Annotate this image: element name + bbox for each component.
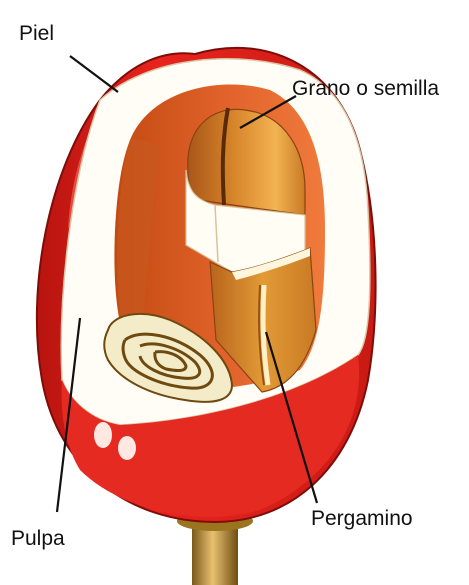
- shine-spot: [94, 422, 112, 448]
- leader-skin: [70, 56, 118, 92]
- label-skin: Piel: [19, 22, 54, 45]
- shine-spot: [118, 436, 136, 460]
- label-bean: Grano o semilla: [292, 77, 439, 100]
- label-parchment: Pergamino: [311, 507, 413, 530]
- label-pulp: Pulpa: [11, 527, 65, 550]
